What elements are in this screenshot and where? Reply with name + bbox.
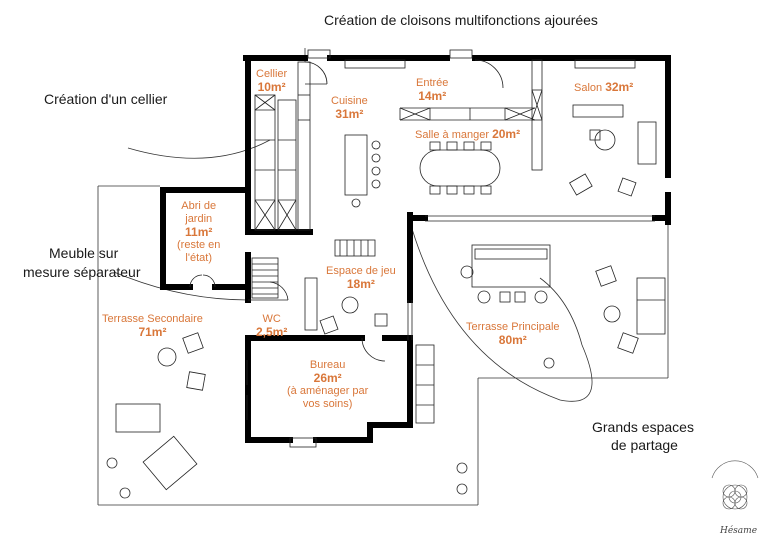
room-wc: WC 2,5m² xyxy=(256,313,287,339)
room-salle-name: Salle à manger xyxy=(415,129,489,141)
room-abri-l4: l'état) xyxy=(185,252,212,264)
room-abri-l1: Abri de xyxy=(181,200,217,212)
annotation-partage-line1: Grands espaces xyxy=(592,419,694,435)
room-terrasse-sec-area: 71m² xyxy=(138,325,167,339)
room-abri-l2: jardin xyxy=(185,213,213,225)
room-salon-area: 32m² xyxy=(605,80,634,94)
room-abri-jardin: Abri de jardin 11m² (reste en l'état) xyxy=(177,200,220,265)
room-cellier-area: 10m² xyxy=(257,80,286,94)
room-bureau-l1: (à aménager par xyxy=(287,385,369,397)
annotation-cloisons: Création de cloisons multifonctions ajou… xyxy=(324,12,598,28)
room-terrasse-pri-name: Terrasse Principale xyxy=(466,321,560,333)
room-salle-area: 20m² xyxy=(492,127,521,141)
room-salle-a-manger: Salle à manger 20m² xyxy=(415,128,520,142)
room-cellier: Cellier 10m² xyxy=(256,68,287,94)
room-bureau-name: Bureau xyxy=(309,359,346,371)
room-abri-area: 11m² xyxy=(185,225,213,239)
room-salon: Salon 32m² xyxy=(574,81,633,95)
room-bureau-l2: vos soins) xyxy=(302,398,353,410)
room-jeu-area: 18m² xyxy=(346,277,375,291)
room-entree: Entrée 14m² xyxy=(416,77,448,103)
annotation-meuble-line1: Meuble sur xyxy=(49,245,119,261)
room-salon-name: Salon xyxy=(574,82,603,94)
room-cuisine-area: 31m² xyxy=(335,107,364,121)
logo-text: Hésame xyxy=(720,526,758,536)
room-bureau-area: 26m² xyxy=(313,371,342,385)
annotation-partage-line2: de partage xyxy=(611,437,678,453)
room-terrasse-sec-name: Terrasse Secondaire xyxy=(102,313,203,325)
room-cuisine: Cuisine 31m² xyxy=(331,95,368,121)
room-entree-area: 14m² xyxy=(418,89,447,103)
room-bureau: Bureau 26m² (à aménager par vos soins) xyxy=(287,359,368,411)
room-cellier-name: Cellier xyxy=(256,68,288,80)
annotation-meuble-line2: mesure séparateur xyxy=(23,264,141,280)
room-wc-area: 2,5m² xyxy=(256,325,288,339)
room-jeu-name: Espace de jeu xyxy=(326,265,396,277)
room-entree-name: Entrée xyxy=(416,77,449,89)
room-terrasse-secondaire: Terrasse Secondaire 71m² xyxy=(102,313,203,339)
room-terrasse-pri-area: 80m² xyxy=(498,333,527,347)
room-wc-name: WC xyxy=(262,313,281,325)
room-espace-de-jeu: Espace de jeu 18m² xyxy=(326,265,396,291)
room-abri-l3: (reste en xyxy=(177,239,221,251)
hesame-logo xyxy=(711,460,759,510)
room-cuisine-name: Cuisine xyxy=(331,95,368,107)
room-terrasse-principale: Terrasse Principale 80m² xyxy=(466,321,560,347)
annotation-cellier: Création d'un cellier xyxy=(44,91,168,107)
